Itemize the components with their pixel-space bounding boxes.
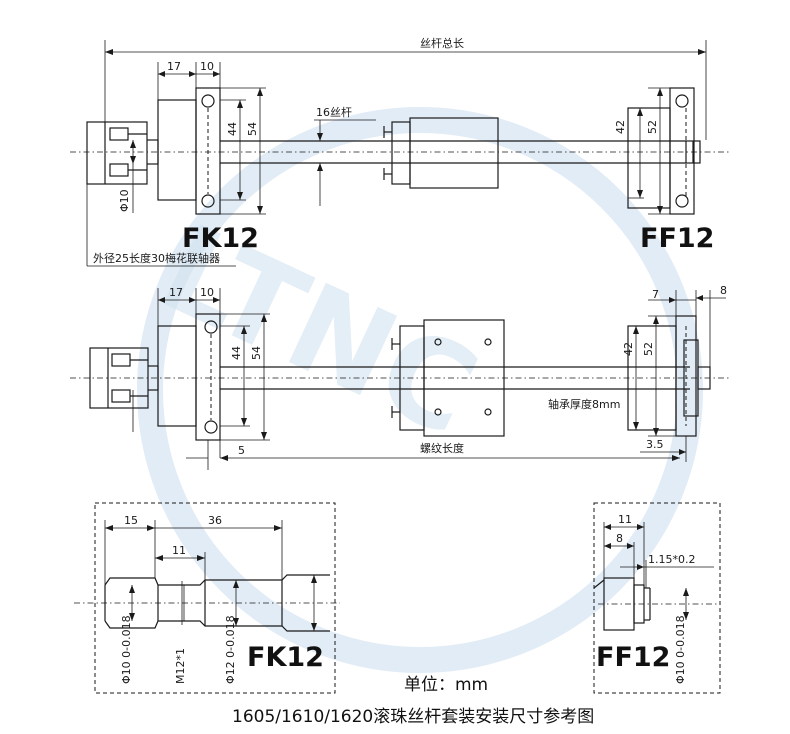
m12-thread: M12*1 <box>174 648 187 684</box>
phi10-fk-detail: Φ10 0-0.018 <box>120 615 133 684</box>
dim-17-top: 17 <box>167 60 181 73</box>
middle-view: 17 10 44 54 5 螺纹长度 <box>70 284 730 470</box>
fk12-detail: 15 36 11 Φ10 0-0.018 M12*1 Φ12 0-0.018 F… <box>74 502 340 694</box>
fk12-detail-title: FK12 <box>247 642 324 673</box>
dim-52-mid: 52 <box>642 342 655 356</box>
coupling-note-label: 外径25长度30梅花联轴器 <box>93 251 220 265</box>
ff12-top-title: FF12 <box>640 223 714 254</box>
dim-36: 36 <box>208 514 222 527</box>
thread-length-label: 螺纹长度 <box>420 441 464 455</box>
dim-5: 5 <box>238 444 245 457</box>
dim-8-ff: 8 <box>616 532 623 545</box>
phi12-fk-detail: Φ12 0-0.018 <box>224 615 237 684</box>
screw-16-label: 16丝杆 <box>316 105 352 119</box>
ff12-detail-title: FF12 <box>596 642 670 673</box>
dim-10-top: 10 <box>200 60 214 73</box>
dim-8-mid: 8 <box>720 284 727 297</box>
dim-15: 15 <box>124 514 138 527</box>
fk12-top-title: FK12 <box>182 223 259 254</box>
caption: 1605/1610/1620滚珠丝杆套装安装尺寸参考图 <box>232 707 594 727</box>
bearing-thickness-label: 轴承厚度8mm <box>548 397 620 411</box>
dim-42-top: 42 <box>614 120 627 134</box>
dim-11-fk: 11 <box>172 544 186 557</box>
dim-42-mid: 42 <box>622 342 635 356</box>
dim-44-top: 44 <box>226 122 239 136</box>
watermark-logo: LTNC <box>137 107 703 673</box>
dim-1-15: 1.15*0.2 <box>648 553 696 566</box>
dim-17-mid: 17 <box>169 286 183 299</box>
dim-10-mid: 10 <box>200 286 214 299</box>
dim-52-top: 52 <box>646 120 659 134</box>
dim-3-5: 3.5 <box>646 438 664 451</box>
total-length-label: 丝杆总长 <box>420 36 464 50</box>
top-view: 丝杆总长 Φ10 外径25长度30梅花联轴器 17 <box>70 36 730 267</box>
phi10-top-label: Φ10 <box>118 189 131 212</box>
dim-44-mid: 44 <box>230 346 243 360</box>
dim-7: 7 <box>652 288 659 301</box>
dim-54-mid: 54 <box>250 346 263 360</box>
phi10-ff-detail: Φ10 0-0.018 <box>674 615 687 684</box>
dim-11-ff: 11 <box>618 513 632 526</box>
dim-54-top: 54 <box>246 122 259 136</box>
unit-label: 单位：mm <box>404 675 488 695</box>
ff12-detail: 11 8 1.15*0.2 Φ10 0-0.018 FF12 <box>593 502 721 694</box>
